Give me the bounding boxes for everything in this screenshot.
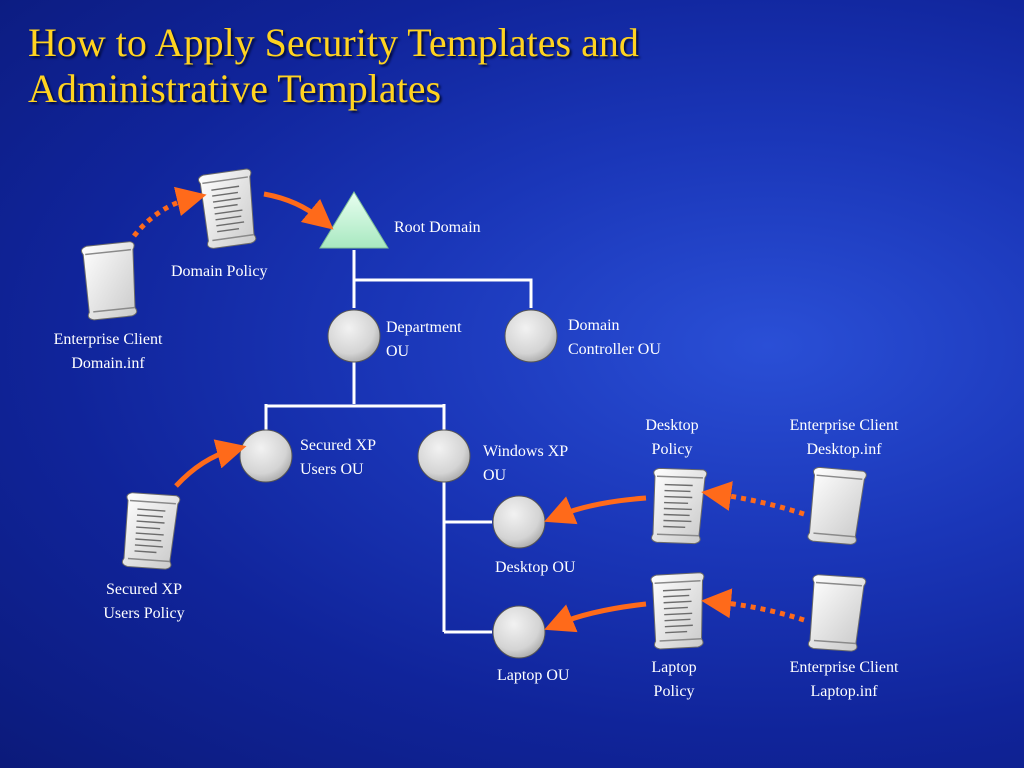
domain-policy-label: Domain Policy bbox=[171, 263, 268, 280]
windows-xp-ou-label-line-2: OU bbox=[483, 467, 507, 484]
enterprise-client-laptop-label-line-1: Enterprise Client bbox=[789, 659, 899, 676]
enterprise-client-domain-label-line-1: Enterprise Client bbox=[53, 331, 163, 348]
root-domain-triangle-icon[interactable] bbox=[319, 191, 389, 249]
department-ou-label-line-2: OU bbox=[386, 343, 410, 360]
desktop-policy-label-line-1: Desktop bbox=[645, 417, 699, 434]
secured-xp-users-ou-label: Secured XP Users OU bbox=[300, 434, 376, 482]
secured-xp-users-policy-label-line-1: Secured XP bbox=[106, 581, 182, 598]
title-line-1: How to Apply Security Templates and bbox=[28, 20, 639, 65]
laptop-ou-circle-icon[interactable] bbox=[492, 605, 546, 659]
domain-policy-document-icon[interactable] bbox=[198, 169, 261, 250]
desktop-policy-document-icon[interactable] bbox=[651, 468, 706, 544]
enterprise-client-domain-label-line-2: Domain.inf bbox=[71, 355, 145, 372]
secured-xp-users-ou-label-line-2: Users OU bbox=[300, 461, 364, 478]
secured-xp-users-policy-label-line-2: Users Policy bbox=[103, 605, 185, 622]
windows-xp-ou-circle-icon[interactable] bbox=[417, 429, 471, 483]
enterprise-client-domain-label: Enterprise Client Domain.inf bbox=[28, 328, 188, 376]
arrow-enterprise-to-desktop-policy bbox=[701, 481, 805, 517]
laptop-policy-label-line-1: Laptop bbox=[651, 659, 697, 676]
laptop-policy-label-line-2: Policy bbox=[653, 683, 695, 700]
tree-connectors bbox=[264, 250, 533, 634]
domain-controller-ou-label: Domain Controller OU bbox=[568, 314, 661, 362]
department-ou-label-line-1: Department bbox=[386, 319, 462, 336]
secured-xp-users-policy-document-icon[interactable] bbox=[122, 492, 180, 570]
enterprise-client-desktop-label-line-2: Desktop.inf bbox=[806, 441, 882, 458]
department-ou-circle-icon[interactable] bbox=[327, 309, 381, 363]
enterprise-client-laptop-label-line-2: Laptop.inf bbox=[810, 683, 878, 700]
enterprise-client-domain-document-icon[interactable] bbox=[80, 240, 143, 322]
department-ou-label: Department OU bbox=[386, 316, 462, 364]
desktop-ou-label: Desktop OU bbox=[495, 559, 576, 576]
laptop-policy-label: Laptop Policy bbox=[624, 656, 724, 704]
desktop-ou-circle-icon[interactable] bbox=[492, 495, 546, 549]
enterprise-client-desktop-document-icon[interactable] bbox=[806, 466, 868, 547]
domain-controller-ou-label-line-2: Controller OU bbox=[568, 341, 661, 358]
connector-root-to-domain-controller bbox=[354, 278, 533, 308]
secured-xp-users-ou-circle-icon[interactable] bbox=[239, 429, 293, 483]
laptop-policy-document-icon[interactable] bbox=[651, 573, 708, 650]
enterprise-client-desktop-label-line-1: Enterprise Client bbox=[789, 417, 899, 434]
arrow-policy-to-secured-xp-ou bbox=[174, 439, 247, 488]
arrow-laptop-policy-to-laptop-ou bbox=[544, 601, 647, 633]
enterprise-client-laptop-document-icon[interactable] bbox=[807, 573, 867, 653]
enterprise-client-desktop-label: Enterprise Client Desktop.inf bbox=[764, 414, 924, 462]
domain-controller-ou-label-line-1: Domain bbox=[568, 317, 620, 334]
windows-xp-ou-label-line-1: Windows XP bbox=[483, 443, 569, 460]
arrow-enterprise-to-domain-policy bbox=[132, 186, 207, 238]
domain-controller-ou-circle-icon[interactable] bbox=[504, 309, 558, 363]
desktop-policy-label: Desktop Policy bbox=[622, 414, 722, 462]
root-domain-label: Root Domain bbox=[394, 219, 481, 236]
windows-xp-ou-label: Windows XP OU bbox=[483, 440, 568, 488]
secured-xp-users-ou-label-line-1: Secured XP bbox=[300, 437, 376, 454]
secured-xp-users-policy-label: Secured XP Users Policy bbox=[74, 578, 214, 626]
arrow-enterprise-to-laptop-policy bbox=[701, 588, 805, 623]
slide-title: How to Apply Security Templates and Admi… bbox=[28, 20, 1008, 112]
arrow-domain-policy-to-root bbox=[263, 191, 334, 230]
enterprise-client-laptop-label: Enterprise Client Laptop.inf bbox=[764, 656, 924, 704]
arrow-desktop-policy-to-desktop-ou bbox=[544, 495, 647, 525]
laptop-ou-label: Laptop OU bbox=[497, 667, 570, 684]
title-line-2: Administrative Templates bbox=[28, 66, 442, 111]
desktop-policy-label-line-2: Policy bbox=[651, 441, 693, 458]
